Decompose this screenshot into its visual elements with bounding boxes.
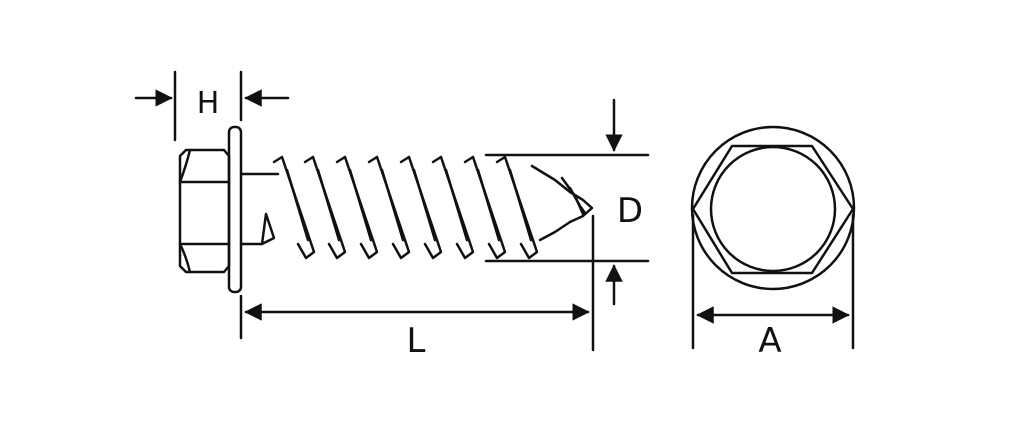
thread-shadow: [285, 168, 310, 242]
thread-shadow: [508, 168, 533, 242]
thread-crest: [463, 155, 507, 260]
thread-crest: [399, 155, 443, 260]
thread-crest: [303, 155, 347, 260]
washer-flange: [227, 125, 243, 294]
thread-shadow: [380, 168, 405, 242]
thread-shadow: [348, 168, 373, 242]
thread-crest: [495, 155, 539, 260]
thread-crest: [272, 155, 316, 260]
thread-crests: [272, 155, 539, 260]
thread-crest: [431, 155, 475, 260]
l-label: L: [407, 321, 426, 361]
end-view: [690, 125, 856, 291]
a-dimension: [691, 213, 855, 350]
hex-head: [178, 148, 231, 274]
threaded-shank: [239, 155, 594, 260]
h-label: H: [197, 86, 220, 121]
thread-crest: [367, 155, 411, 260]
d-label: D: [617, 191, 643, 231]
a-label: A: [758, 321, 781, 361]
d-dimension: [484, 98, 650, 306]
thread-shadow: [316, 168, 341, 242]
h-dimension: [134, 70, 290, 142]
thread-shadow: [412, 168, 437, 242]
thread-shadow: [444, 168, 469, 242]
thread-crest: [335, 155, 379, 260]
l-dimension: [239, 214, 595, 352]
thread-shadow: [476, 168, 501, 242]
